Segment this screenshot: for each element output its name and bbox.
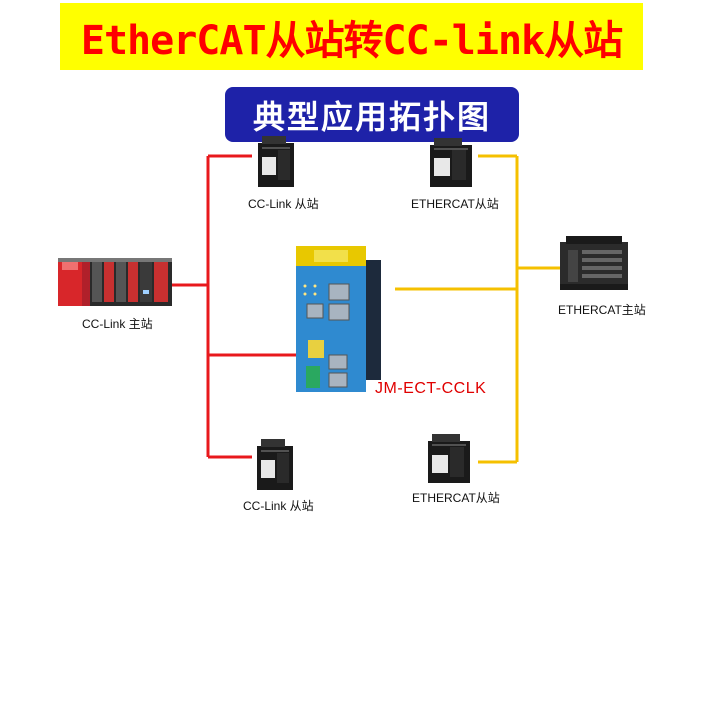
gateway-device-icon <box>296 246 381 392</box>
ethercat-master-controller-icon <box>560 236 628 290</box>
cclink-slave-bottom-label: CC-Link 从站 <box>243 499 314 513</box>
diagram-subtitle: 典型应用拓扑图 <box>252 97 491 136</box>
title-banner: EtherCAT从站转CC-link从站 <box>60 3 643 70</box>
subtitle-box: 典型应用拓扑图 <box>225 87 519 142</box>
cclink-slave-bottom-icon <box>257 439 293 490</box>
ethercat-network-lines <box>395 154 560 464</box>
cclink-master-label: CC-Link 主站 <box>82 317 153 331</box>
page-title: EtherCAT从站转CC-link从站 <box>80 17 623 64</box>
ethercat-slave-top-icon <box>430 138 472 187</box>
ethercat-master-label: ETHERCAT主站 <box>558 303 646 317</box>
ethercat-slave-bottom-label: ETHERCAT从站 <box>412 491 500 505</box>
ethercat-slave-top-label: ETHERCAT从站 <box>411 197 499 211</box>
cclink-network-lines <box>172 154 296 459</box>
ethercat-slave-bottom-icon <box>428 434 470 483</box>
gateway-model-label: JM-ECT-CCLK <box>375 380 487 397</box>
cclink-master-plc-icon <box>58 258 172 306</box>
cclink-slave-top-icon <box>258 136 294 187</box>
cclink-slave-top-label: CC-Link 从站 <box>248 197 319 211</box>
